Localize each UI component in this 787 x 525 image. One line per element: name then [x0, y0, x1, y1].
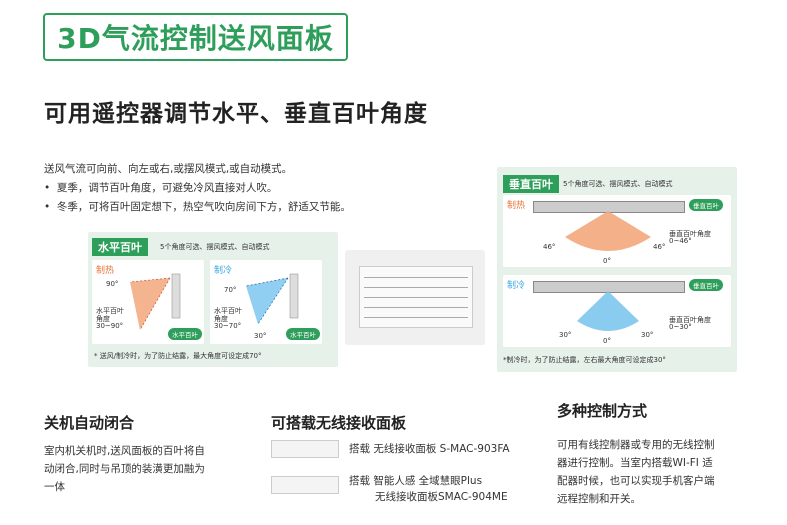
wireless-item-2-line1: 搭载 智能人感 全域慧眼Plus: [349, 475, 483, 487]
vent-panel-photo: [345, 250, 485, 345]
v-cooling-label: 制冷: [507, 281, 526, 291]
v-heating-bottom-angle: 0°: [603, 257, 611, 265]
control-line: 可用有线控制器或专用的无线控制: [557, 439, 715, 451]
heating-adj-range: 30~90°: [96, 322, 124, 330]
cooling-adj-range: 30~70°: [214, 322, 242, 330]
cooling-label: 制冷: [214, 266, 233, 276]
bullet-text: 冬季，可将百叶固定想下，热空气吹向房间下方，舒适又节能。: [56, 201, 351, 213]
horizontal-louver-panel: 水平百叶 5个角度可选、摆风模式、自动模式 制热 90° 水平百叶 角度 30~…: [88, 232, 338, 367]
heating-adj-line1: 水平百叶: [96, 307, 124, 315]
v-cooling-bottom-angle: 0°: [603, 337, 611, 345]
v-heating-fan-diagram: [565, 211, 651, 251]
v-heating-right-angle: 46°: [653, 243, 666, 251]
v-heating-left-angle: 46°: [543, 243, 556, 251]
heating-horizontal-badge: 水平百叶: [168, 328, 202, 340]
v-heating-adj-line: 垂直百叶角度: [669, 230, 711, 238]
wireless-panel-thumb-1: [271, 440, 339, 458]
heating-angle-top: 90°: [106, 280, 119, 288]
control-text: 可用有线控制器或专用的无线控制 器进行控制。当室内搭载WI-FI 适 配器时候，…: [557, 436, 715, 508]
heating-adj-line2: 角度: [96, 315, 110, 323]
intro-bullet-summer: • 夏季，调节百叶角度，可避免冷风直接对人吹。: [44, 182, 278, 194]
heating-label: 制热: [96, 266, 115, 276]
horizontal-cooling-card: 制冷 70° 水平百叶 角度 30~70° 30° 水平百叶: [210, 260, 322, 344]
horizontal-note: * 送风/制冷时，为了防止结露，最大角度可设定成70°: [94, 352, 262, 360]
vertical-note: *制冷时，为了防止结露，左右最大角度可设定成30°: [503, 356, 666, 364]
cooling-angle-bottom: 30°: [254, 332, 267, 340]
cooling-airflow-diagram: [245, 273, 299, 325]
wireless-item-1: 搭载 无线接收面板 S-MAC-903FA: [349, 443, 510, 455]
wireless-panel-thumb-2: [271, 476, 339, 494]
v-heating-label: 制热: [507, 201, 526, 211]
control-title: 多种控制方式: [557, 402, 648, 420]
control-line: 配器时候，也可以实现手机客户端: [557, 475, 715, 487]
wireless-title: 可搭载无线接收面板: [271, 414, 407, 432]
vertical-louver-panel: 垂直百叶 5个角度可选、摆风模式、自动模式 制热 46° 46° 0° 垂直百叶…: [497, 167, 737, 372]
cooling-horizontal-badge: 水平百叶: [286, 328, 320, 340]
vertical-louver-tag: 垂直百叶: [503, 175, 559, 193]
v-cooling-adj-line: 垂直百叶角度: [669, 316, 711, 324]
v-cooling-left-angle: 30°: [559, 331, 572, 339]
control-line: 器进行控制。当室内搭载WI-FI 适: [557, 457, 713, 469]
v-heating-badge: 垂直百叶: [689, 199, 723, 211]
page-title: 3D气流控制送风面板: [43, 13, 348, 61]
auto-close-line: 一体: [44, 481, 65, 493]
auto-close-title: 关机自动闭合: [44, 414, 135, 432]
cooling-adj-line1: 水平百叶: [214, 307, 242, 315]
v-cooling-adj-range: 0~30°: [669, 323, 692, 331]
horizontal-heating-card: 制热 90° 水平百叶 角度 30~90° 水平百叶: [92, 260, 204, 344]
auto-close-line: 室内机关机时,送风面板的百叶将自: [44, 445, 205, 457]
vertical-cooling-card: 制冷 30° 30° 0° 垂直百叶 垂直百叶角度 0~30°: [503, 275, 731, 347]
horizontal-louver-tag: 水平百叶: [92, 238, 148, 256]
bullet-text: 夏季，调节百叶角度，可避免冷风直接对人吹。: [56, 182, 278, 194]
v-cooling-badge: 垂直百叶: [689, 279, 723, 291]
intro-bullet-winter: • 冬季，可将百叶固定想下，热空气吹向房间下方，舒适又节能。: [44, 201, 351, 213]
vertical-heating-card: 制热 46° 46° 0° 垂直百叶 垂直百叶角度 0~46°: [503, 195, 731, 267]
wireless-item-2-line2: 无线接收面板SMAC-904ME: [375, 491, 508, 503]
v-cooling-right-angle: 30°: [641, 331, 654, 339]
v-cooling-fan-diagram: [577, 291, 639, 331]
auto-close-text: 室内机关机时,送风面板的百叶将自 动闭合,同时与吊顶的装潢更加融为 一体: [44, 442, 205, 496]
v-heating-adj-range: 0~46°: [669, 237, 692, 245]
vent-louvers: [359, 266, 473, 328]
heating-airflow-diagram: [129, 273, 181, 331]
horizontal-louver-desc: 5个角度可选、摆风模式、自动模式: [160, 243, 270, 251]
headline: 可用遥控器调节水平、垂直百叶角度: [44, 101, 428, 127]
intro-text: 送风气流可向前、向左或右,或摆风模式,或自动模式。 • 夏季，调节百叶角度，可避…: [44, 160, 351, 217]
control-line: 远程控制和开关。: [557, 493, 641, 505]
vertical-louver-desc: 5个角度可选、摆风模式、自动模式: [563, 180, 673, 188]
cooling-angle-top: 70°: [224, 286, 237, 294]
auto-close-line: 动闭合,同时与吊顶的装潢更加融为: [44, 463, 205, 475]
cooling-adj-line2: 角度: [214, 315, 228, 323]
intro-line: 送风气流可向前、向左或右,或摆风模式,或自动模式。: [44, 163, 293, 175]
